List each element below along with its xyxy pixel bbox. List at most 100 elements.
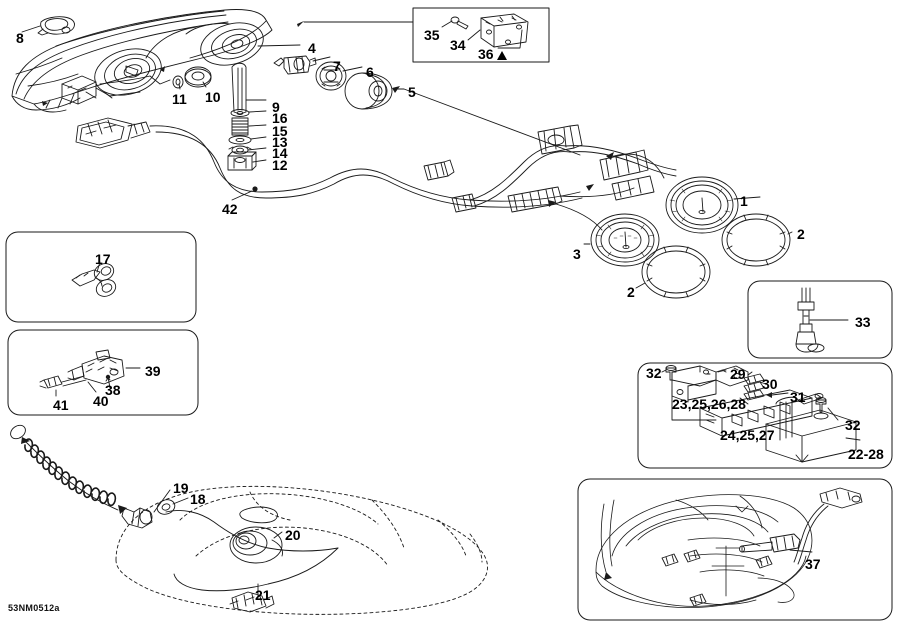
switch-part-7	[273, 55, 317, 75]
leader-10	[202, 81, 207, 88]
leader-5	[397, 88, 581, 156]
harness-part-37	[739, 487, 863, 565]
washer-part-13	[228, 135, 252, 145]
callout-16: 16	[272, 110, 288, 126]
screw-part-32-right	[813, 397, 829, 420]
leader-24-25-27	[671, 389, 717, 421]
mount-part-12	[227, 155, 253, 171]
callout-39: 39	[145, 363, 161, 379]
leader-37	[789, 549, 813, 553]
callout-36-with-marker: 36	[478, 47, 507, 61]
leader-8	[21, 25, 41, 33]
inset-box-37	[577, 478, 893, 621]
callout-42: 42	[222, 201, 238, 217]
callout-8: 8	[16, 30, 24, 46]
screw-part-32-left	[665, 365, 677, 381]
callout-35: 35	[424, 27, 440, 43]
leader-23-25-26-28	[739, 397, 749, 405]
leader-18	[172, 497, 189, 505]
bracket-assembly	[665, 365, 857, 463]
callout-9: 9	[272, 99, 280, 115]
connector-a	[423, 159, 455, 181]
leader-4	[257, 44, 301, 47]
gauge-part-1	[665, 176, 739, 234]
connector-f	[611, 175, 655, 201]
leader-17	[96, 261, 101, 273]
leader-14	[247, 147, 267, 151]
hull-solid-lines	[165, 506, 339, 592]
callout-22-28: 22-28	[848, 446, 884, 462]
callout-37: 37	[805, 556, 821, 572]
tether-cord-part-19	[10, 424, 153, 529]
leader-35	[441, 20, 453, 28]
leader-42	[231, 190, 253, 201]
ring-part-18	[156, 499, 176, 515]
leader-34	[467, 29, 481, 41]
callout-40: 40	[93, 393, 109, 409]
leader-32-left	[661, 369, 667, 373]
connector-e	[599, 149, 649, 181]
inset-box-22-32	[637, 362, 893, 469]
leader-gauge3	[555, 203, 603, 231]
knob-part-10	[184, 66, 212, 88]
leader-12	[252, 159, 267, 163]
hull-deck	[115, 485, 488, 615]
callout-7: 7	[333, 58, 341, 74]
wiring-harness-part-42	[75, 117, 677, 213]
leader-31	[771, 392, 789, 396]
leader-2-right	[787, 231, 793, 235]
leader-15	[248, 124, 267, 127]
switch-assembly-part-39	[67, 349, 125, 385]
leader-11	[178, 83, 181, 90]
seat-assembly	[595, 494, 813, 608]
washer-part-16	[230, 109, 250, 117]
callout-15: 15	[272, 123, 288, 139]
callout-20: 20	[285, 527, 301, 543]
leader-1	[733, 196, 761, 200]
callout-4: 4	[308, 40, 316, 56]
callout-1: 1	[740, 193, 748, 209]
leader-16	[248, 110, 267, 113]
antenna-part-33	[795, 287, 825, 353]
leader-29	[747, 371, 753, 376]
bezel-ring-part-2-lower	[641, 245, 711, 299]
grommet-part-11	[172, 75, 184, 89]
screw-part-35	[450, 16, 469, 30]
callout-23-25-26-28: 23,25,26,28	[672, 396, 746, 412]
callout-18: 18	[190, 491, 206, 507]
stack-parts	[227, 62, 257, 171]
leader-32-seg	[717, 369, 727, 373]
callout-text: 36	[478, 46, 494, 62]
callout-32: 32	[646, 365, 662, 381]
callout-3: 3	[573, 246, 581, 262]
callout-11: 11	[172, 91, 187, 107]
callout-17: 17	[95, 251, 111, 267]
leader-13	[250, 136, 267, 140]
callout-29: 29	[730, 366, 746, 382]
leader-2-lower	[635, 282, 646, 289]
callout-13: 13	[272, 134, 288, 150]
callout-6: 6	[366, 64, 374, 80]
connector-d	[537, 124, 583, 155]
leader-6	[342, 66, 363, 72]
inset-box-35-34-36	[412, 7, 550, 63]
callout-12: 12	[272, 157, 288, 173]
callout-24-25-27: 24,25,27	[720, 427, 775, 443]
callout-2: 2	[797, 226, 805, 242]
inset-box-33	[747, 280, 893, 359]
nut-part-14	[231, 145, 249, 155]
cap-part-6	[315, 61, 347, 91]
bolt-cluster-part-21	[229, 591, 275, 613]
gauge-part-3	[590, 213, 660, 267]
relay-part-34	[480, 13, 529, 48]
leader-7	[312, 56, 331, 62]
leader-20	[273, 531, 283, 539]
leader-30	[759, 381, 767, 385]
leader-40-wire	[61, 375, 85, 383]
callout-31: 31	[790, 389, 806, 405]
figure-code: 53NM0512a	[8, 603, 60, 613]
leader-22-28	[845, 437, 861, 441]
connector-part-41	[39, 375, 63, 389]
clips	[661, 549, 773, 607]
